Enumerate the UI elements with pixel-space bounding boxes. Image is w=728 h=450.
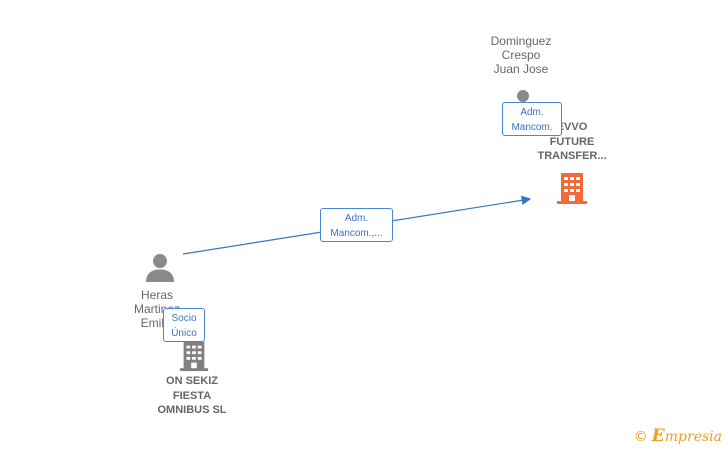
- edge-label-line-1: Socio: [171, 313, 197, 324]
- edge-label-heras-evvo[interactable]: Adm. Mancom.,...: [320, 208, 393, 242]
- person-dominguez-line-3: Juan Jose: [493, 62, 549, 76]
- brand-rest: mpresia: [664, 429, 722, 445]
- company-onsekiz-label[interactable]: ON SEKIZ FIESTA OMNIBUS SL: [140, 374, 244, 418]
- building-icon[interactable]: [178, 340, 210, 372]
- company-evvo-line-3: TRANSFER...: [537, 150, 607, 162]
- edge-label-line-1: Adm.: [344, 213, 369, 224]
- brand-initial: E: [651, 426, 665, 446]
- building-icon[interactable]: [555, 171, 589, 205]
- person-dominguez-line-1: Dominguez: [490, 34, 552, 48]
- person-dominguez-label[interactable]: Dominguez Crespo Juan Jose: [470, 34, 572, 76]
- company-onsekiz-line-3: OMNIBUS SL: [157, 404, 227, 416]
- edge-label-heras-onsekiz[interactable]: Socio Único: [163, 308, 205, 342]
- company-evvo-label[interactable]: EVVO FUTURE TRANSFER...: [522, 120, 622, 164]
- empresia-logo: ©Empresia: [634, 426, 722, 446]
- edge-label-line-1: Adm.: [520, 107, 544, 118]
- company-evvo-line-2: FUTURE: [549, 135, 595, 148]
- edge-label-dominguez-evvo[interactable]: Adm. Mancom.: [502, 102, 562, 136]
- person-icon[interactable]: [145, 252, 175, 282]
- person-heras-label[interactable]: Heras Martinez Emilio: [112, 288, 202, 330]
- edge-label-line-2: Único: [171, 328, 197, 339]
- company-evvo-line-1: EVVO: [556, 121, 588, 133]
- person-heras-line-1: Heras: [140, 288, 173, 302]
- copyright-icon: ©: [633, 429, 648, 445]
- edge-label-line-2: Mancom.: [511, 122, 553, 133]
- edge-label-line-2: Mancom.,...: [330, 228, 383, 239]
- company-onsekiz-line-2: FIESTA: [172, 389, 212, 402]
- company-onsekiz-line-1: ON SEKIZ: [166, 375, 218, 387]
- person-dominguez-line-2: Crespo: [501, 48, 541, 62]
